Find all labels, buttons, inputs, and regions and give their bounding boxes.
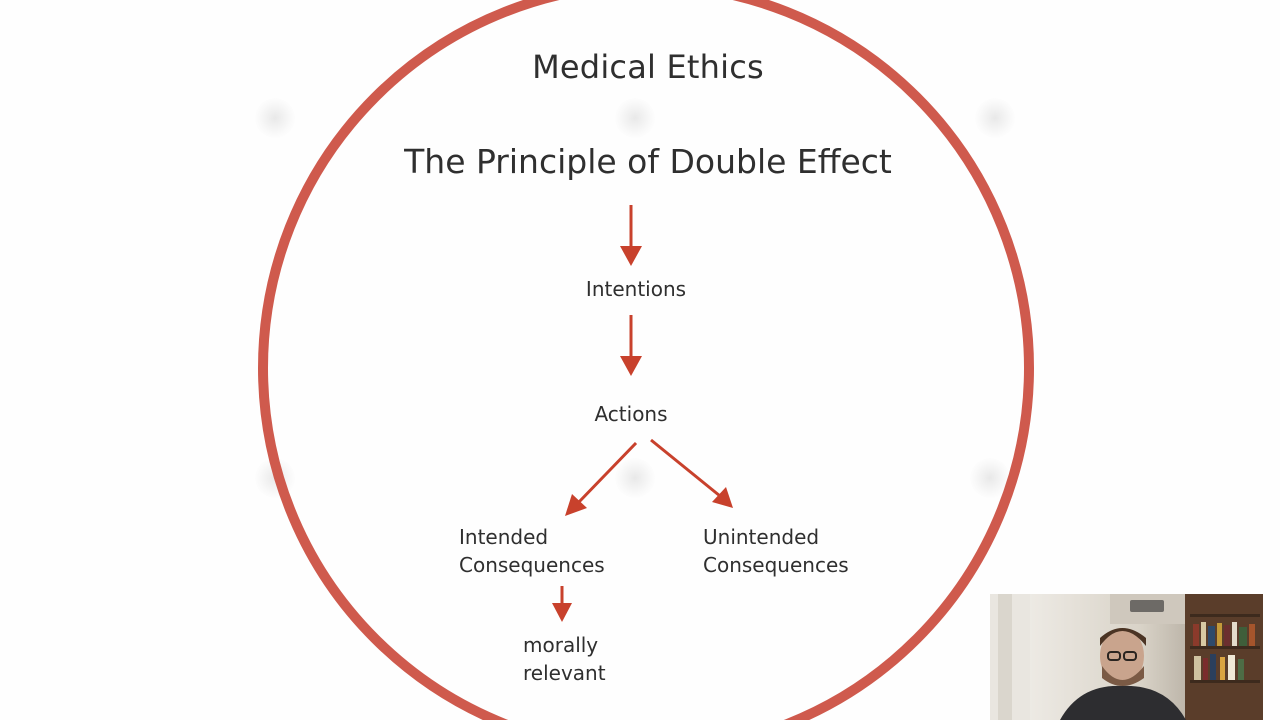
node-intentions: Intentions: [585, 277, 687, 301]
arrow-diagonal-right-icon: [650, 438, 733, 508]
presenter-webcam: [990, 594, 1263, 720]
node-moral-line2: relevant: [523, 661, 606, 685]
node-moral-line1: morally: [523, 633, 599, 657]
node-unintended-line2: Consequences: [703, 553, 849, 577]
arrow-down-icon: [620, 205, 642, 266]
slide-title: Medical Ethics: [532, 48, 764, 86]
node-actions: Actions: [594, 402, 668, 426]
presenter-video-icon: [990, 594, 1263, 720]
slide-subtitle: The Principle of Double Effect: [404, 142, 892, 181]
arrow-down-icon: [620, 315, 642, 376]
frame-circle: [258, 0, 1034, 720]
node-unintended-line1: Unintended: [703, 525, 820, 549]
node-unintended-consequences: Unintended Consequences: [703, 523, 849, 579]
node-intended-consequences: Intended Consequences: [459, 523, 605, 579]
arrow-diagonal-left-icon: [565, 441, 638, 516]
node-intended-line1: Intended: [459, 525, 549, 549]
node-morally-relevant: morally relevant: [523, 631, 606, 687]
node-intended-line2: Consequences: [459, 553, 605, 577]
arrow-down-icon: [552, 586, 572, 622]
decorative-dot: [975, 98, 1015, 138]
decorative-dot: [255, 98, 295, 138]
